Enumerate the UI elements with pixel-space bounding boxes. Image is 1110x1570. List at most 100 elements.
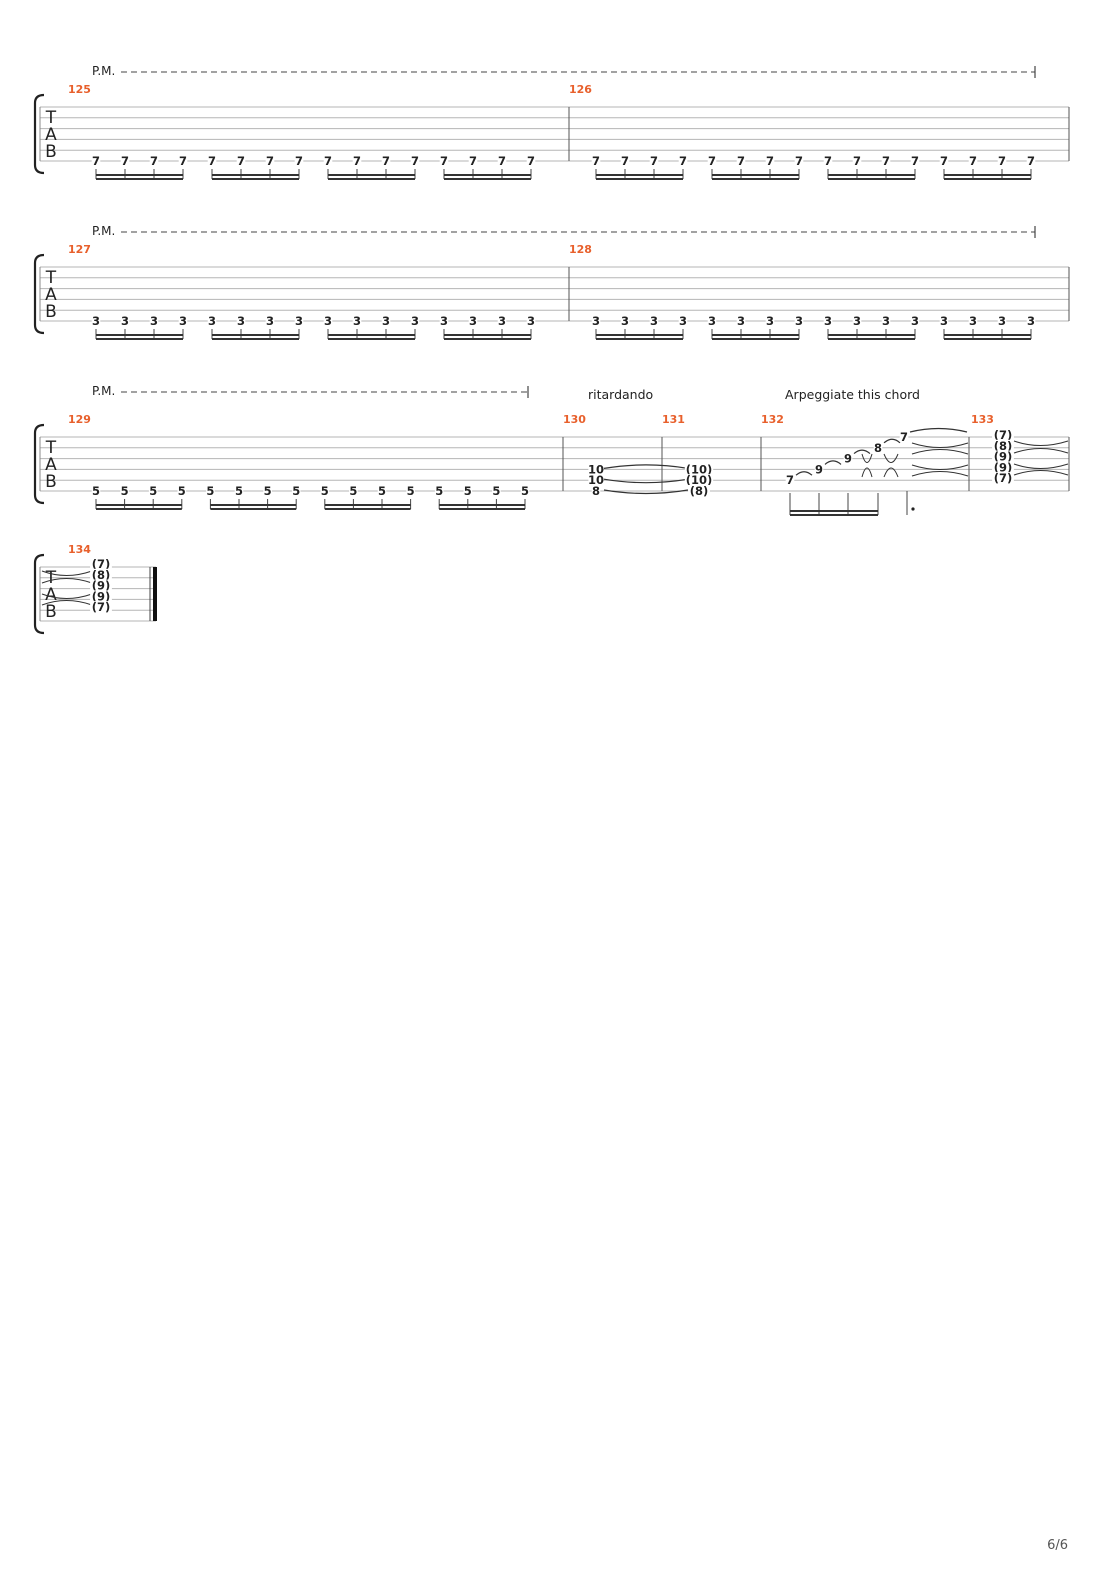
final-barline-thick [153, 567, 157, 621]
note-bg [765, 315, 775, 326]
tab-note: 10 [588, 473, 604, 487]
note-bg [688, 485, 710, 496]
note-bg [526, 315, 536, 326]
note-bg [794, 155, 804, 166]
note-bg [497, 315, 507, 326]
note-bg [410, 155, 420, 166]
note-bg [1026, 155, 1036, 166]
tab-note: 3 [679, 314, 687, 328]
tab-note: 3 [650, 314, 658, 328]
tab-note: (7) [994, 428, 1013, 442]
tie [603, 478, 689, 484]
note-bg [765, 155, 775, 166]
arpeggiate-text: Arpeggiate this chord [785, 387, 920, 402]
note-bg [120, 485, 129, 496]
note-bg [236, 315, 246, 326]
note-bg [468, 155, 478, 166]
tab-note: 5 [121, 484, 129, 498]
note-bg [939, 315, 949, 326]
note-bg [520, 485, 530, 496]
tab-note: (7) [92, 557, 111, 571]
note-bg [843, 452, 853, 464]
note-bg [463, 485, 473, 496]
note-bg [90, 558, 112, 569]
tie [41, 599, 93, 606]
note-bg [992, 439, 1014, 451]
tab-note: 3 [708, 314, 716, 328]
note-bg [899, 431, 909, 442]
tab-note: 5 [521, 484, 529, 498]
tab-note: (10) [686, 473, 713, 487]
note-bg [265, 155, 275, 166]
tab-note: 7 [679, 154, 687, 168]
note-bg [684, 474, 714, 486]
tab-note: 3 [737, 314, 745, 328]
tab-note: 3 [853, 314, 861, 328]
tab-note: 3 [266, 314, 274, 328]
note-bg [794, 315, 804, 326]
note-bg [178, 315, 188, 326]
palm-mute-label: P.M. [92, 224, 115, 238]
tab-note: 3 [498, 314, 506, 328]
note-bg [736, 315, 746, 326]
note-bg [588, 463, 604, 475]
tab-clef-t: T [45, 438, 57, 458]
note-bg [320, 485, 330, 496]
tab-note: 3 [969, 314, 977, 328]
note-bg [91, 315, 101, 326]
tab-note: 9 [815, 462, 823, 476]
tab-note: 7 [266, 154, 274, 168]
tab-note: (9) [994, 450, 1013, 464]
tab-note: 7 [786, 473, 794, 487]
tie [1013, 447, 1069, 454]
note-bg [823, 155, 833, 166]
tab-note: 3 [411, 314, 419, 328]
system-bracket [33, 553, 45, 635]
tab-note: 3 [382, 314, 390, 328]
tab-note: 3 [824, 314, 832, 328]
tie [41, 577, 93, 584]
note-bg [352, 155, 362, 166]
note-bg [591, 155, 601, 166]
measure-number: 132 [761, 413, 784, 426]
tab-clef-a: A [45, 455, 57, 475]
note-bg [526, 155, 536, 166]
tab-note: 7 [911, 154, 919, 168]
note-bg [649, 315, 659, 326]
note-bg [620, 315, 630, 326]
tab-note: 3 [766, 314, 774, 328]
ring-tie [861, 453, 873, 463]
measure-number: 126 [569, 83, 592, 96]
note-bg [410, 315, 420, 326]
measure-number: 125 [68, 83, 91, 96]
tab-clef-b: B [45, 602, 57, 622]
tie [911, 448, 969, 455]
note-bg [207, 155, 217, 166]
note-bg [323, 315, 333, 326]
tab-note: 3 [179, 314, 187, 328]
dot [911, 507, 915, 511]
note-bg [910, 315, 920, 326]
tab-note: 3 [621, 314, 629, 328]
note-bg [468, 315, 478, 326]
note-bg [992, 429, 1014, 440]
tab-note: 7 [208, 154, 216, 168]
tab-note: 7 [382, 154, 390, 168]
tab-note: 5 [235, 484, 243, 498]
note-bg [381, 315, 391, 326]
note-bg [939, 155, 949, 166]
tab-note: 7 [150, 154, 158, 168]
note-bg [1026, 315, 1036, 326]
tie [41, 570, 93, 577]
tab-note: 7 [824, 154, 832, 168]
tab-note: 7 [998, 154, 1006, 168]
note-bg [234, 485, 244, 496]
note-bg [90, 579, 112, 591]
palm-mute-label: P.M. [92, 384, 115, 398]
tab-clef-a: A [45, 125, 57, 145]
tab-note: 7 [440, 154, 448, 168]
note-bg [207, 315, 217, 326]
